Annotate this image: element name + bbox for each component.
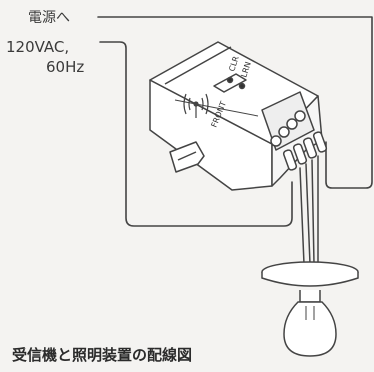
supply-wire bbox=[99, 41, 293, 227]
clr-indicator bbox=[226, 76, 234, 84]
power-label: 電源へ bbox=[28, 10, 70, 26]
mounting-clip bbox=[169, 141, 205, 173]
wire-connector bbox=[282, 131, 328, 171]
lrn-indicator bbox=[238, 82, 246, 90]
fixture-wires bbox=[282, 131, 328, 265]
light-bulb bbox=[283, 301, 337, 357]
terminal-screw bbox=[294, 110, 306, 122]
terminal-screw bbox=[278, 126, 290, 138]
voltage-label: 120VAC, bbox=[6, 38, 70, 56]
diagram-title: 受信機と照明装置の配線図 bbox=[12, 346, 193, 364]
power-wire bbox=[97, 16, 373, 189]
frequency-label: 60Hz bbox=[46, 58, 85, 76]
terminal-screw bbox=[286, 118, 298, 130]
fixture-wire bbox=[299, 167, 305, 265]
fixture-wire bbox=[305, 163, 311, 265]
terminal-screw bbox=[270, 135, 282, 147]
fixture-wire bbox=[311, 159, 315, 265]
light-fixture bbox=[261, 261, 359, 357]
receiver-module bbox=[149, 41, 323, 191]
signal-icon bbox=[183, 93, 209, 118]
